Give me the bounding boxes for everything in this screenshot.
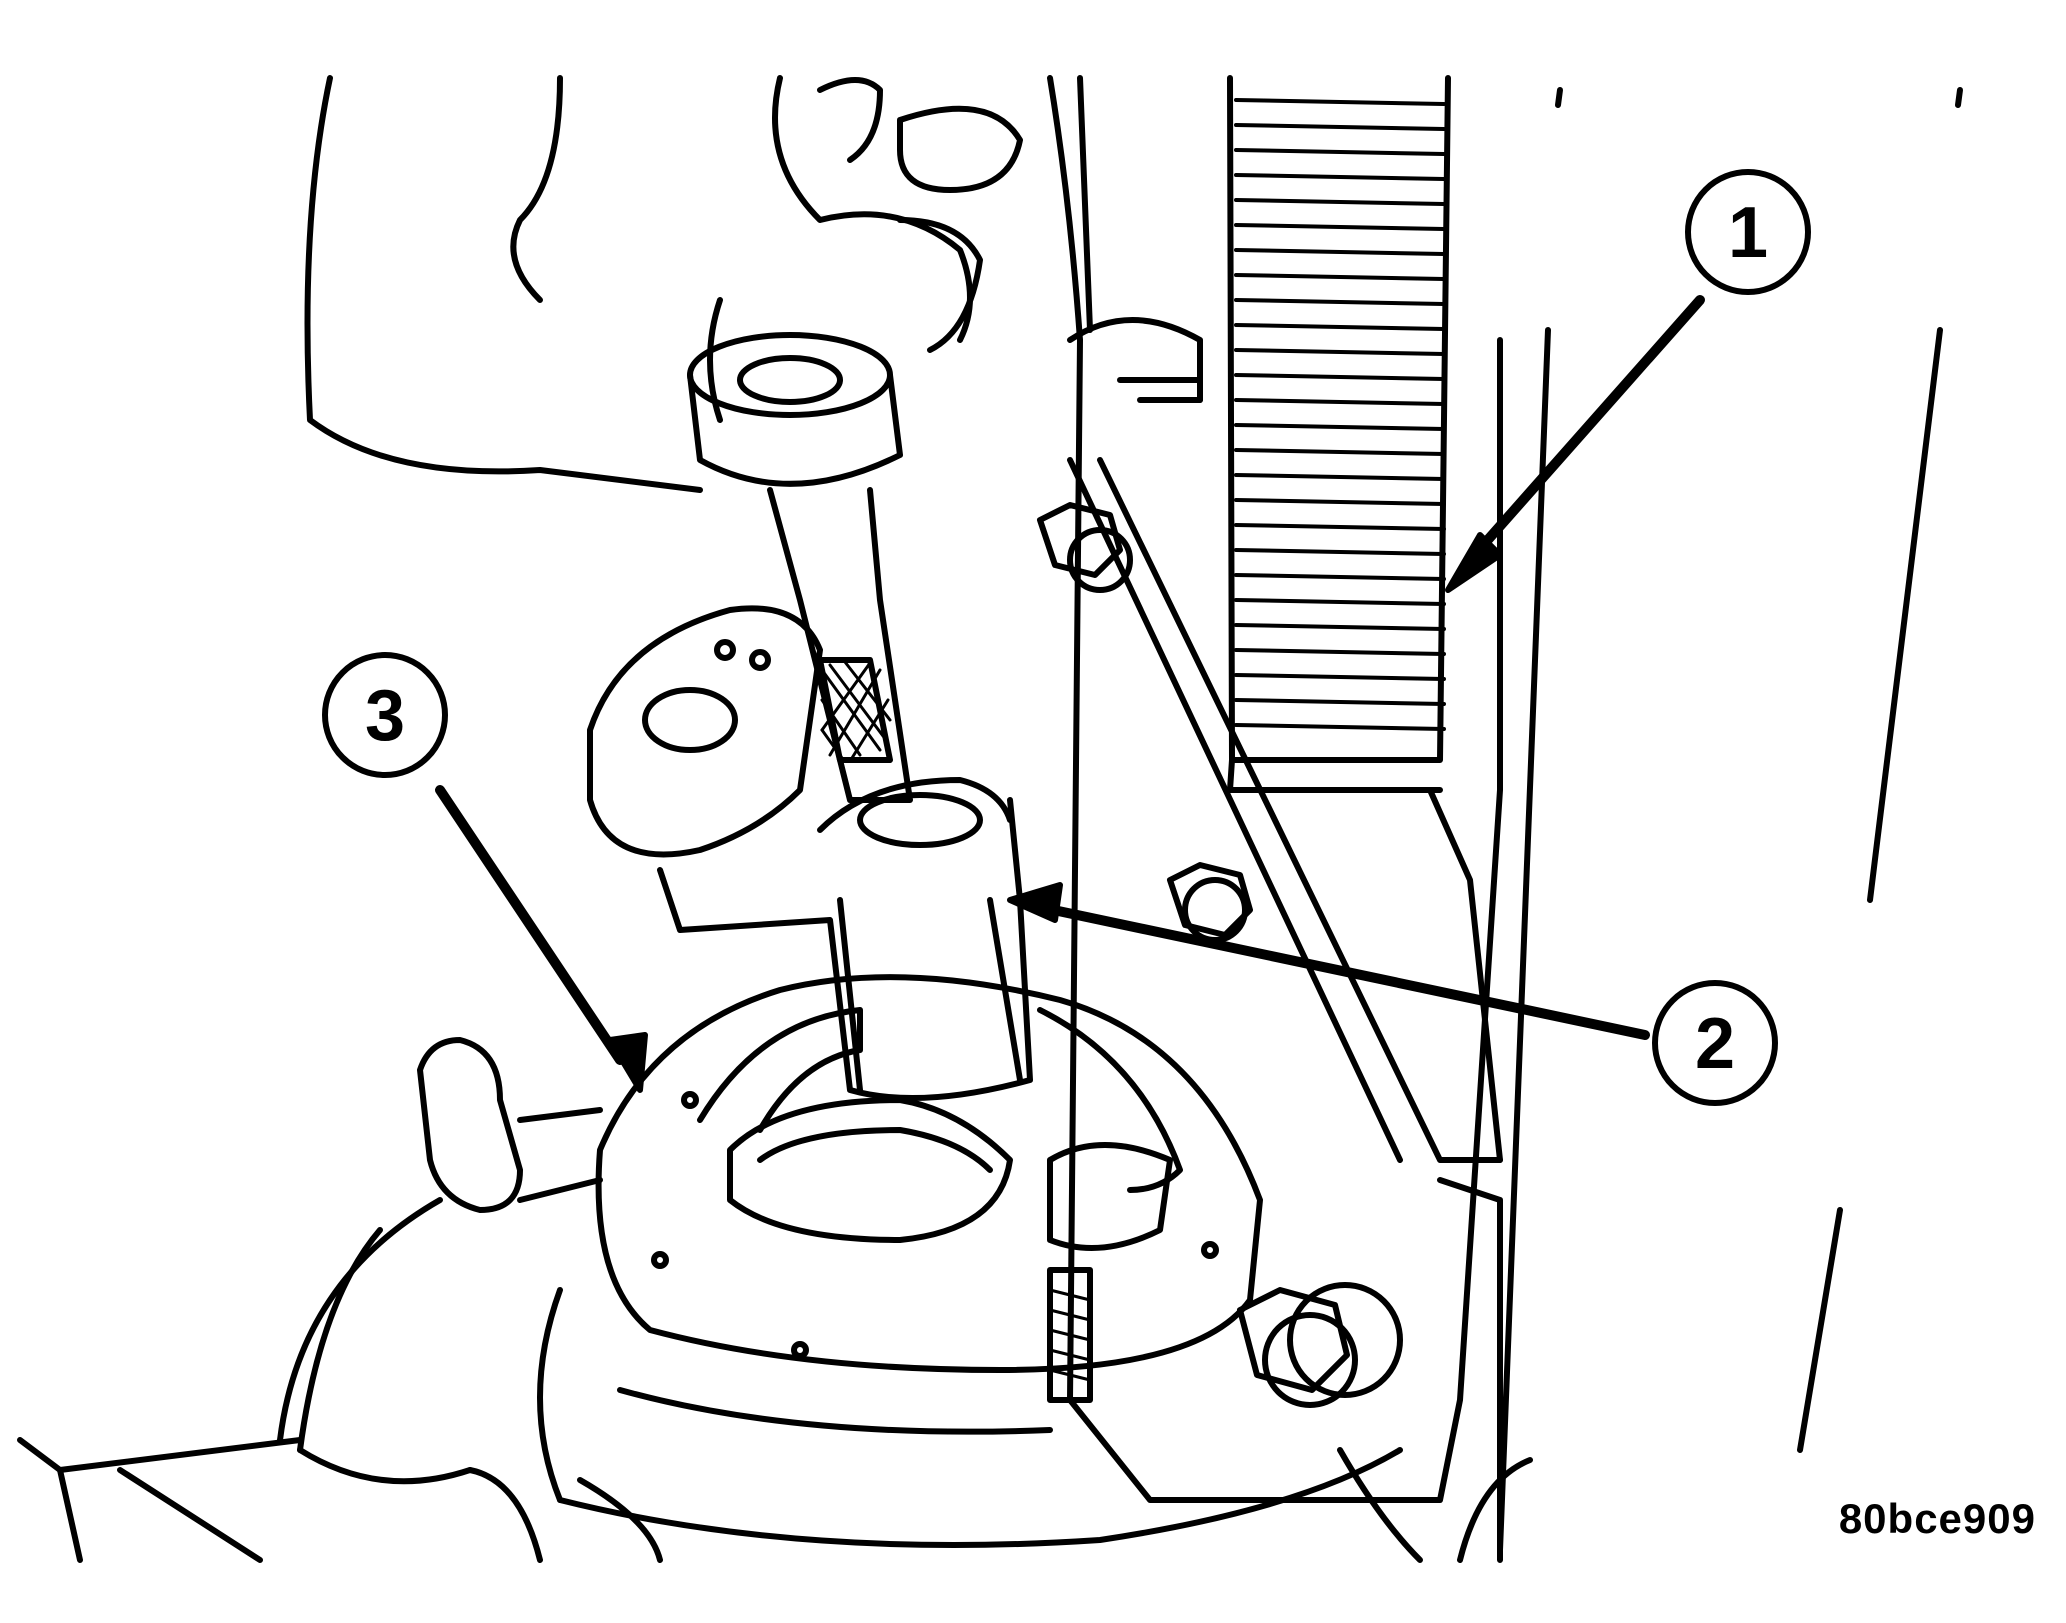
threaded-rod: [1227, 75, 1451, 793]
callout-circle-2: [1652, 980, 1778, 1106]
housing-cover: [537, 974, 1403, 1548]
arrowhead-2: [1007, 882, 1063, 923]
arrowhead-1: [1445, 532, 1503, 593]
arrowhead-3: [607, 1032, 648, 1093]
callout-circles: [322, 169, 1811, 1106]
outer-guide-lines: [1497, 87, 1963, 1553]
leader-arrow-3: [435, 785, 625, 1065]
callout-label-3: 3: [365, 676, 405, 756]
callout-label-1: 1: [1728, 193, 1768, 273]
callout-label-2: 2: [1695, 1004, 1735, 1084]
axle-tube: [17, 1037, 663, 1563]
technician-hand: [304, 75, 1093, 493]
leader-arrow-1: [1465, 295, 1705, 565]
plate-bolts: [1037, 502, 1403, 1408]
lower-frame: [1337, 1177, 1533, 1563]
figure-id: 80bce909: [1838, 1495, 2036, 1542]
callout-arrows: [435, 295, 1705, 1093]
leader-arrow-2: [1025, 900, 1650, 1040]
torque-tool: [687, 332, 913, 803]
callout-circle-3: [322, 652, 448, 778]
callout-circle-1: [1685, 169, 1811, 295]
